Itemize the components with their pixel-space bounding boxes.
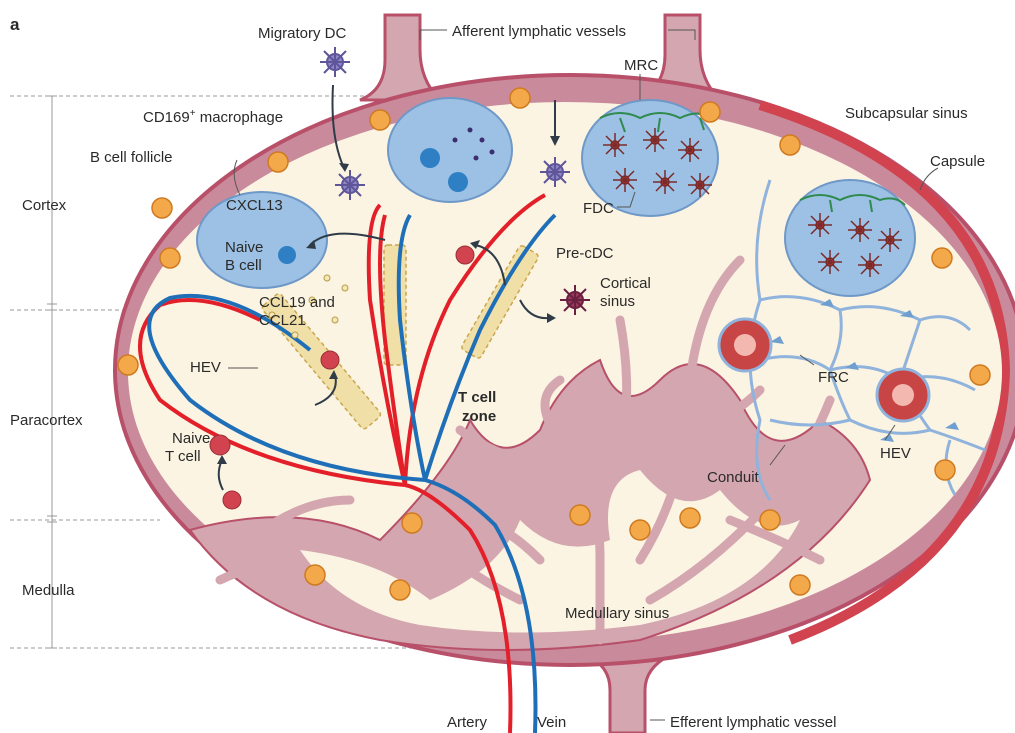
t-cell-zone-label-2: zone	[462, 408, 496, 425]
b-cell	[448, 172, 468, 192]
conduit-label: Conduit	[707, 469, 760, 486]
mrc-label: MRC	[624, 57, 658, 74]
medullary-sinus-label: Medullary sinus	[565, 605, 669, 622]
artery-label: Artery	[447, 714, 488, 731]
afferent-lymphatic-vessels-label: Afferent lymphatic vessels	[452, 23, 626, 40]
afferent-vessel-left	[360, 15, 440, 100]
frc-label: FRC	[818, 369, 849, 386]
cortex-label: Cortex	[22, 197, 67, 214]
panel-letter: a	[10, 15, 20, 34]
naive-b-cell	[278, 246, 296, 264]
migratory-dc-label: Migratory DC	[258, 25, 347, 42]
cd169-rest: macrophage	[196, 109, 284, 126]
subcapsular-sinus-label: Subcapsular sinus	[845, 105, 968, 122]
cortical-sinus-label-2: sinus	[600, 293, 635, 310]
naive-b-cell-label-1: Naive	[225, 239, 263, 256]
t-cell-zone-label-1: T cell	[458, 389, 496, 406]
cd169-main: CD169	[143, 109, 190, 126]
naive-t-cell-label-1: Naive	[172, 430, 210, 447]
capsule-label: Capsule	[930, 153, 985, 170]
ccl-label-2: CCL21	[259, 312, 306, 329]
fdc-label: FDC	[583, 200, 614, 217]
naive-t-cell-label-2: T cell	[165, 448, 201, 465]
ccl-label-1: CCL19 and	[259, 294, 335, 311]
b-cell	[420, 148, 440, 168]
region-brackets	[47, 96, 57, 648]
cd169-macrophage-label: CD169+ macrophage	[143, 108, 283, 126]
paracortex-label: Paracortex	[10, 412, 83, 429]
vein-label: Vein	[537, 714, 566, 731]
hev-cross-section-left	[719, 319, 771, 371]
efferent-lymphatic-vessel-label: Efferent lymphatic vessel	[670, 714, 836, 731]
cxcl13-label: CXCL13	[226, 197, 283, 214]
hev-cross-section-right	[877, 369, 929, 421]
efferent-vessel	[585, 655, 670, 733]
pre-cdc-label: Pre-cDC	[556, 245, 614, 262]
hev-right-label: HEV	[880, 445, 911, 462]
pre-cdc-cell	[560, 285, 590, 315]
naive-b-cell-label-2: B cell	[225, 257, 262, 274]
cortical-sinus-label-1: Cortical	[600, 275, 651, 292]
medulla-label: Medulla	[22, 582, 75, 599]
b-cell-follicle-label: B cell follicle	[90, 149, 173, 166]
hev-left-label: HEV	[190, 359, 221, 376]
